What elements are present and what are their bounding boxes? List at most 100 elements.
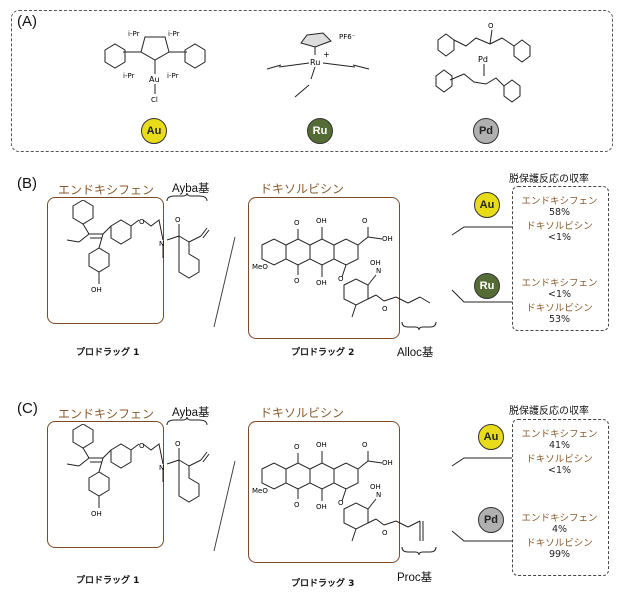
pd-atom-label: Pd	[478, 55, 488, 64]
endoxifen-box-c	[47, 421, 164, 548]
proc-label-c: Proc基	[397, 572, 433, 584]
prodrug-1-structure-c: O N O OH	[66, 424, 210, 518]
dox-o-label-5-c: O	[382, 529, 388, 537]
amide-o-label-c: O	[175, 440, 181, 448]
ayba-label-b: Ayba基	[172, 183, 210, 195]
alloc-brace-b	[401, 321, 437, 331]
dox-oh-label-1-b: OH	[316, 217, 327, 225]
endoxifen-label-c: エンドキシフェン	[58, 407, 155, 421]
pd-badge-text: Pd	[478, 125, 494, 137]
yield-value: 41%	[548, 440, 571, 451]
prodrug-2-structure-b: O O OH OH O OH OH MeO O N O	[252, 217, 431, 318]
ipr-label-2: i-Pr	[168, 30, 180, 38]
prodrug-3-structure-c: O O OH OH O OH OH MeO O N O	[252, 441, 424, 542]
endoxifen-box-b	[47, 197, 164, 324]
alloc-label-b: Alloc基	[397, 347, 434, 359]
dox-n-label-c: N	[376, 491, 381, 499]
au-catalyst-structure: i-Pr i-Pr i-Pr i-Pr Au Cl	[104, 30, 206, 104]
ether-o-label-b: O	[139, 218, 145, 226]
ru-badge-b: Ru	[474, 273, 500, 299]
yield-name: エンドキシフェン	[521, 429, 598, 440]
ayba-label-c: Ayba基	[172, 407, 210, 419]
prodrug-1-label-c: プロドラッグ 1	[76, 576, 140, 586]
pd-o-label: O	[488, 22, 494, 30]
panel-b-label: (B)	[17, 175, 37, 192]
dox-meo-label-c: MeO	[252, 487, 268, 495]
dox-oh-label-3-c: OH	[382, 459, 393, 467]
dox-o-label-4-c: O	[338, 499, 344, 507]
dox-oh-label-1-c: OH	[316, 441, 327, 449]
yield-result-c-1: エンドキシフェン 41% ドキソルビシン <1%	[512, 426, 607, 476]
dox-o-label-5-b: O	[382, 305, 388, 313]
yield-name: エンドキシフェン	[521, 278, 598, 289]
au-badge: Au	[141, 118, 167, 144]
ru-atom-label: Ru	[310, 58, 320, 67]
proc-brace-c	[401, 546, 437, 556]
doxorubicin-box-c	[248, 421, 400, 563]
au-badge-c: Au	[478, 424, 504, 450]
pd-badge: Pd	[473, 118, 499, 144]
panel-c-label: (C)	[17, 400, 38, 417]
yield-result-b-1: エンドキシフェン 58% ドキソルビシン <1%	[512, 193, 607, 243]
yield-value: <1%	[547, 232, 572, 243]
yield-value: 58%	[548, 207, 571, 218]
yield-result-b-2: エンドキシフェン <1% ドキソルビシン 53%	[512, 275, 607, 325]
pd-badge-c-text: Pd	[483, 514, 499, 526]
yield-value: <1%	[547, 289, 572, 300]
dox-oh-label-4-b: OH	[370, 259, 381, 267]
prodrug-2-label-b: プロドラッグ 2	[291, 348, 355, 358]
doxorubicin-box-b	[248, 197, 400, 339]
ether-o-label-c: O	[139, 442, 145, 450]
au-badge-text: Au	[146, 125, 162, 137]
ru-badge-b-text: Ru	[479, 280, 495, 292]
pd-badge-c: Pd	[478, 507, 504, 533]
dox-oh-label-4-c: OH	[370, 483, 381, 491]
au-badge-c-text: Au	[483, 431, 499, 443]
yield-value: 4%	[551, 524, 568, 535]
dox-oh-label-2-b: OH	[316, 279, 327, 287]
ru-badge-text: Ru	[312, 125, 328, 137]
yield-box-b	[512, 186, 609, 331]
ru-charge-label: +	[323, 50, 330, 59]
divider-c	[213, 460, 236, 552]
yield-title-c: 脱保護反応の収率	[509, 406, 589, 417]
yield-name: エンドキシフェン	[521, 196, 598, 207]
dox-o-label-1-b: O	[294, 219, 300, 227]
yield-name: エンドキシフェン	[521, 513, 598, 524]
dox-n-label-b: N	[376, 267, 381, 275]
divider-b	[213, 236, 236, 328]
doxorubicin-label-b: ドキソルビシン	[260, 182, 345, 196]
yield-box-c	[512, 419, 609, 576]
dox-oh-label-3-b: OH	[382, 235, 393, 243]
dox-o-label-3-b: O	[362, 217, 368, 225]
yield-value: 99%	[548, 549, 571, 560]
au-atom-label: Au	[149, 75, 160, 84]
dox-meo-label-b: MeO	[252, 263, 268, 271]
yield-name: ドキソルビシン	[526, 303, 593, 314]
reaction-arrows-b	[451, 226, 512, 303]
amine-n-label-b: N	[159, 240, 164, 248]
catalyst-panel	[11, 10, 613, 152]
dox-oh-label-2-c: OH	[316, 503, 327, 511]
ayba-brace-b	[166, 193, 208, 202]
yield-name: ドキソルビシン	[526, 221, 593, 232]
reaction-arrows-c	[451, 457, 512, 542]
au-badge-b-text: Au	[479, 199, 495, 211]
ipr-label-1: i-Pr	[128, 30, 140, 38]
doxorubicin-label-c: ドキソルビシン	[260, 406, 345, 420]
pf6-label: PF6⁻	[339, 33, 356, 41]
yield-value: <1%	[547, 465, 572, 476]
ayba-brace-c	[166, 417, 208, 426]
ipr-label-4: i-Pr	[167, 72, 179, 80]
prodrug-1-label-b: プロドラッグ 1	[76, 348, 140, 358]
pd-catalyst-structure: O Pd	[435, 22, 531, 103]
dox-o-label-2-b: O	[294, 277, 300, 285]
yield-name: ドキソルビシン	[526, 538, 593, 549]
ipr-label-3: i-Pr	[123, 72, 135, 80]
phenol-oh-label-b: OH	[91, 286, 102, 294]
dox-o-label-1-c: O	[294, 443, 300, 451]
amine-n-label-c: N	[159, 464, 164, 472]
phenol-oh-label-c: OH	[91, 510, 102, 518]
dox-o-label-2-c: O	[294, 501, 300, 509]
yield-name: ドキソルビシン	[526, 454, 593, 465]
